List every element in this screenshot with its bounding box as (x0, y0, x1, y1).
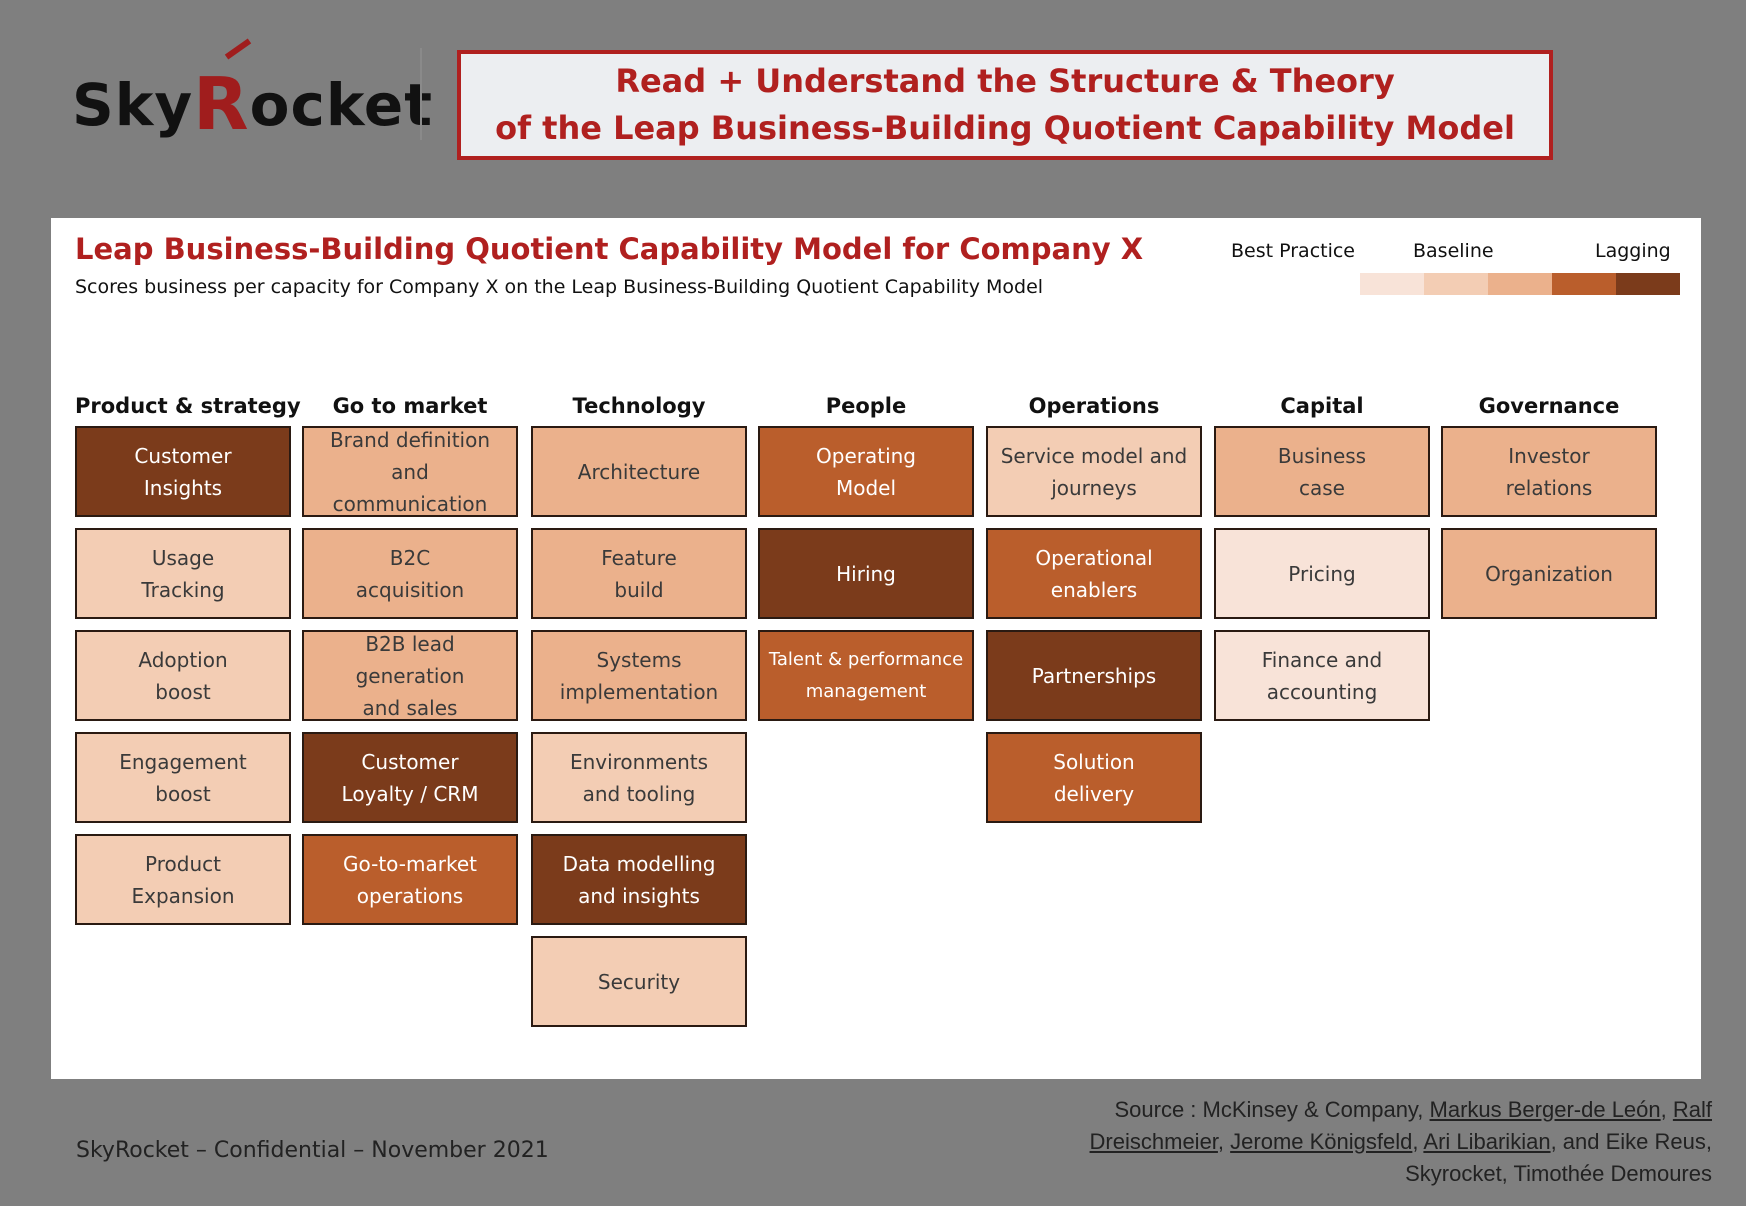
logo-text-sky: Sky (72, 71, 194, 139)
source-link-author-1[interactable]: Markus Berger-de León (1429, 1097, 1661, 1122)
capability-box: Customer Insights (75, 426, 291, 517)
skyrocket-logo: SkyRocket (72, 38, 432, 146)
capability-box: Architecture (531, 426, 747, 517)
capability-box: Customer Loyalty / CRM (302, 732, 518, 823)
capability-box: Usage Tracking (75, 528, 291, 619)
legend: Best Practice Baseline Lagging (1231, 240, 1680, 300)
capability-box: Solution delivery (986, 732, 1202, 823)
banner-line-1: Read + Understand the Structure & Theory (615, 62, 1395, 100)
source-prefix: Source : McKinsey & Company, (1114, 1097, 1430, 1122)
card-title: Leap Business-Building Quotient Capabili… (75, 232, 1144, 266)
legend-label-lagging: Lagging (1595, 240, 1671, 262)
capability-box: Finance and accounting (1214, 630, 1430, 721)
legend-swatch-3 (1488, 273, 1552, 295)
capability-box: Security (531, 936, 747, 1027)
logo-text-ocket: ocket (249, 71, 433, 139)
source-separator: , (1412, 1129, 1424, 1154)
column-header: Operations (1028, 394, 1160, 418)
source-link-author-3[interactable]: Jerome Königsfeld (1230, 1129, 1413, 1154)
footer-confidential: SkyRocket – Confidential – November 2021 (76, 1138, 549, 1163)
capability-box: Data modelling and insights (531, 834, 747, 925)
card-subtitle: Scores business per capacity for Company… (75, 276, 1044, 298)
source-link-author-2[interactable]: Ralf Dreischmeier (1089, 1097, 1712, 1154)
capability-box: B2B lead generation and sales (302, 630, 518, 721)
footer-source: Source : McKinsey & Company, Markus Berg… (1012, 1094, 1712, 1190)
logo-text-r: R (193, 62, 250, 146)
column-header: Governance (1478, 394, 1620, 418)
source-separator: , (1217, 1129, 1231, 1154)
legend-swatch-2 (1424, 273, 1488, 295)
legend-swatch-1 (1360, 273, 1424, 295)
capability-box: Pricing (1214, 528, 1430, 619)
capability-box: Product Expansion (75, 834, 291, 925)
capability-box: Operational enablers (986, 528, 1202, 619)
instruction-banner: Read + Understand the Structure & Theory… (457, 50, 1553, 160)
legend-color-scale (1360, 273, 1680, 295)
capability-box: Systems implementation (531, 630, 747, 721)
legend-label-baseline: Baseline (1413, 240, 1494, 262)
capability-box: Partnerships (986, 630, 1202, 721)
legend-swatch-5 (1616, 273, 1680, 295)
capability-box: Business case (1214, 426, 1430, 517)
column-header: Capital (1280, 394, 1364, 418)
logo-wordmark: SkyRocket (72, 58, 433, 146)
legend-label-best-practice: Best Practice (1231, 240, 1356, 262)
column-header: Product & strategy (75, 394, 301, 418)
source-tail: , and Eike Reus, Skyrocket, Timothée Dem… (1405, 1129, 1712, 1186)
capability-box: Engagement boost (75, 732, 291, 823)
capability-box: Go-to-market operations (302, 834, 518, 925)
column-header: Go to market (332, 394, 488, 418)
capability-box: Hiring (758, 528, 974, 619)
logo-accent-mark (224, 38, 252, 60)
capability-box: Adoption boost (75, 630, 291, 721)
capability-box: Environments and tooling (531, 732, 747, 823)
source-separator: , (1660, 1097, 1673, 1122)
column-header: People (825, 394, 907, 418)
banner-line-2: of the Leap Business-Building Quotient C… (495, 109, 1515, 147)
capability-box: B2C acquisition (302, 528, 518, 619)
capability-box: Investor relations (1441, 426, 1657, 517)
capability-box: Operating Model (758, 426, 974, 517)
capability-model-card: Leap Business-Building Quotient Capabili… (51, 218, 1701, 1079)
capability-box: Brand definition and communication (302, 426, 518, 517)
capability-box: Service model and journeys (986, 426, 1202, 517)
capability-box: Feature build (531, 528, 747, 619)
capability-box: Talent & performance management (758, 630, 974, 721)
logo-divider (420, 48, 422, 140)
capability-box: Organization (1441, 528, 1657, 619)
source-link-author-4[interactable]: Ari Libarikian (1423, 1129, 1551, 1154)
legend-swatch-4 (1552, 273, 1616, 295)
column-header: Technology (572, 394, 706, 418)
